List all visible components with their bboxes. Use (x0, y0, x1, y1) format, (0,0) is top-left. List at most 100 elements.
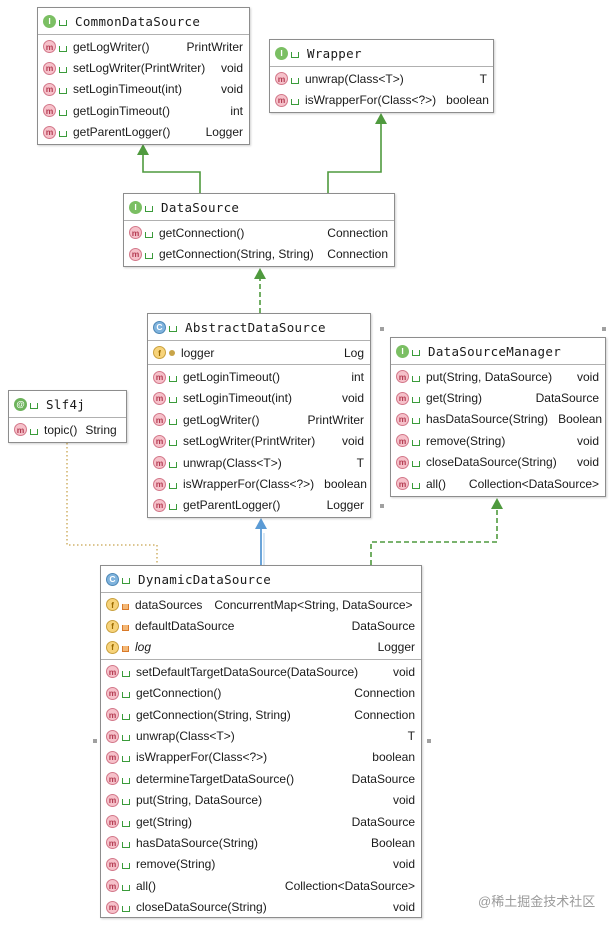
public-icon (122, 820, 130, 827)
public-icon (122, 799, 130, 806)
method-icon: m (396, 370, 409, 384)
field-icon: f (106, 640, 119, 654)
return-type: void (341, 391, 364, 406)
method-name: unwrap(Class<T>) (183, 455, 282, 470)
public-icon (122, 884, 130, 891)
public-icon (291, 52, 299, 58)
public-icon (169, 440, 177, 447)
selection-handle[interactable] (602, 327, 606, 331)
method-icon: m (106, 772, 119, 786)
public-icon (412, 350, 420, 356)
method-name: getLoginTimeout() (73, 103, 170, 118)
public-icon (59, 88, 67, 95)
return-type: void (576, 433, 599, 448)
selection-handle[interactable] (427, 739, 431, 743)
method-name: getParentLogger() (73, 125, 171, 140)
method-icon: m (106, 815, 119, 829)
return-type: T (407, 729, 415, 744)
public-icon (122, 756, 130, 763)
method-icon: m (43, 125, 56, 139)
lock-icon (122, 646, 129, 653)
method-name: all() (426, 476, 446, 491)
public-icon (122, 735, 130, 742)
public-icon (122, 692, 130, 699)
method-icon: m (129, 247, 142, 261)
field-row[interactable]: f log Logger (101, 637, 421, 658)
public-icon (122, 906, 130, 913)
selection-handle[interactable] (380, 327, 384, 331)
method-icon: m (106, 729, 119, 743)
abstractdatasource-header: C AbstractDataSource (148, 314, 370, 341)
field-name: log (135, 640, 152, 655)
public-icon (122, 713, 130, 720)
public-icon (30, 428, 38, 435)
method-icon: m (106, 686, 119, 700)
class-name: AbstractDataSource (185, 319, 326, 335)
method-name: getLogWriter() (73, 39, 150, 54)
method-icon: m (43, 82, 56, 96)
public-icon (169, 504, 177, 511)
method-icon: m (153, 434, 166, 448)
dynamicdatasource-header: C DynamicDataSource (101, 566, 421, 593)
public-icon (122, 777, 130, 784)
interface-icon: I (43, 14, 56, 28)
method-name: get(String) (426, 391, 483, 406)
method-name: closeDataSource(String) (426, 455, 557, 470)
public-icon (412, 418, 420, 425)
selection-handle[interactable] (380, 504, 384, 508)
field-type: Logger (377, 640, 415, 655)
method-icon: m (153, 477, 166, 491)
public-icon (412, 397, 420, 404)
selection-handle[interactable] (93, 739, 97, 743)
class-name: Wrapper (307, 45, 362, 61)
